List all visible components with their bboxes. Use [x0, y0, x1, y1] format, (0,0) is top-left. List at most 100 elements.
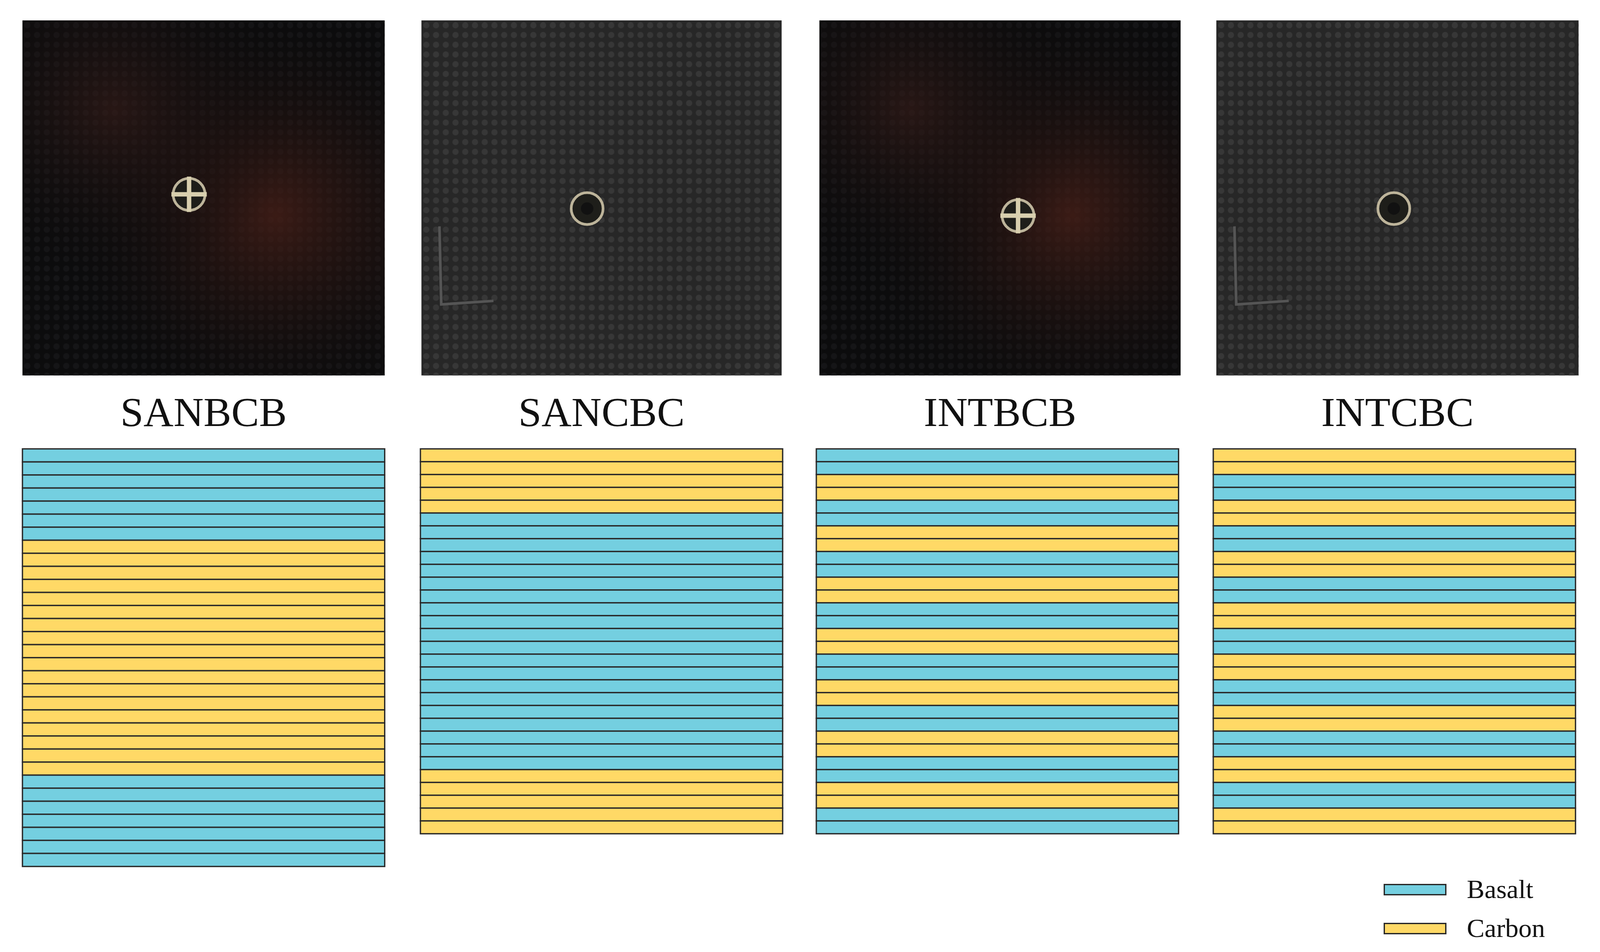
- ply-layer: [420, 641, 783, 655]
- impact-hole: [1000, 198, 1036, 234]
- marker-stroke: [439, 226, 494, 305]
- ply-layer: [816, 564, 1179, 578]
- ply-layer: [22, 644, 385, 658]
- ply-layer: [816, 821, 1179, 835]
- ply-layer: [1213, 487, 1576, 501]
- ply-layer: [1213, 821, 1576, 835]
- ply-layer: [816, 615, 1179, 629]
- ply-layer: [420, 692, 783, 706]
- ply-layer: [420, 538, 783, 552]
- ply-layer: [22, 749, 385, 763]
- ply-layer: [1213, 449, 1576, 462]
- ply-layer: [22, 514, 385, 528]
- ply-layer: [420, 731, 783, 745]
- ply-layer: [1213, 590, 1576, 604]
- ply-layer: [22, 684, 385, 698]
- ply-layer: [22, 618, 385, 632]
- label-text: INTCBC: [1321, 388, 1474, 435]
- impact-hole: [171, 176, 207, 212]
- ply-layer: [22, 788, 385, 802]
- legend-text: Carbon: [1466, 913, 1546, 944]
- ply-layer: [22, 475, 385, 489]
- ply-layer: [22, 840, 385, 854]
- ply-layer: [420, 744, 783, 758]
- ply-layer: [816, 628, 1179, 642]
- ply-layer: [816, 654, 1179, 668]
- layup-stack: [420, 449, 783, 835]
- ply-layer: [420, 487, 783, 501]
- ply-layer: [1213, 769, 1576, 783]
- ply-layer: [22, 723, 385, 737]
- specimen-photo: [22, 20, 385, 376]
- ply-layer: [22, 449, 385, 463]
- ply-layer: [22, 540, 385, 554]
- ply-layer: [420, 500, 783, 514]
- ply-layer: [22, 814, 385, 828]
- ply-layer: [420, 705, 783, 719]
- ply-layer: [1213, 577, 1576, 591]
- ply-layer: [816, 731, 1179, 745]
- ply-layer: [1213, 705, 1576, 719]
- marker-stroke: [1234, 226, 1289, 305]
- ply-layer: [22, 853, 385, 867]
- ply-layer: [420, 782, 783, 796]
- ply-layer: [420, 769, 783, 783]
- ply-layer: [816, 526, 1179, 539]
- layup-stack: [1213, 449, 1576, 835]
- ply-layer: [816, 603, 1179, 616]
- ply-layer: [816, 782, 1179, 796]
- ply-layer: [1213, 654, 1576, 668]
- ply-layer: [1213, 474, 1576, 488]
- ply-layer: [1213, 615, 1576, 629]
- ply-layer: [816, 577, 1179, 591]
- ply-layer: [22, 553, 385, 567]
- ply-layer: [1213, 500, 1576, 514]
- ply-layer: [1213, 795, 1576, 809]
- ply-layer: [816, 757, 1179, 770]
- ply-layer: [816, 500, 1179, 514]
- ply-layer: [1213, 731, 1576, 745]
- ply-layer: [1213, 718, 1576, 732]
- ply-layer: [816, 513, 1179, 527]
- ply-layer: [1213, 538, 1576, 552]
- ply-layer: [1213, 461, 1576, 475]
- ply-layer: [816, 769, 1179, 783]
- ply-layer: [816, 692, 1179, 706]
- ply-layer: [1213, 526, 1576, 539]
- ply-layer: [420, 718, 783, 732]
- ply-layer: [420, 757, 783, 770]
- ply-layer: [22, 801, 385, 815]
- ply-layer: [816, 667, 1179, 681]
- ply-layer: [22, 696, 385, 711]
- specimen-photo: [421, 20, 782, 376]
- ply-layer: [22, 657, 385, 672]
- ply-layer: [1213, 757, 1576, 770]
- specimen-label: SANBCB: [22, 389, 385, 435]
- ply-layer: [1213, 603, 1576, 616]
- ply-layer: [1213, 564, 1576, 578]
- ply-layer: [22, 566, 385, 580]
- ply-layer: [22, 605, 385, 620]
- ply-layer: [420, 667, 783, 681]
- ply-layer: [22, 501, 385, 515]
- impact-hole: [571, 192, 604, 225]
- specimen-label: SANCBC: [421, 389, 782, 435]
- ply-layer: [420, 590, 783, 604]
- ply-layer: [420, 821, 783, 835]
- ply-layer: [420, 808, 783, 822]
- ply-layer: [1213, 808, 1576, 822]
- ply-layer: [420, 654, 783, 668]
- specimen-photo: [1216, 20, 1579, 376]
- ply-layer: [22, 527, 385, 541]
- specimen-label: INTBCB: [819, 389, 1181, 435]
- ply-layer: [816, 744, 1179, 758]
- ply-layer: [1213, 513, 1576, 527]
- ply-layer: [22, 592, 385, 606]
- ply-layer: [22, 827, 385, 841]
- ply-layer: [22, 736, 385, 750]
- ply-layer: [420, 680, 783, 693]
- ply-layer: [420, 577, 783, 591]
- ply-layer: [420, 603, 783, 616]
- layup-stack: [816, 449, 1179, 835]
